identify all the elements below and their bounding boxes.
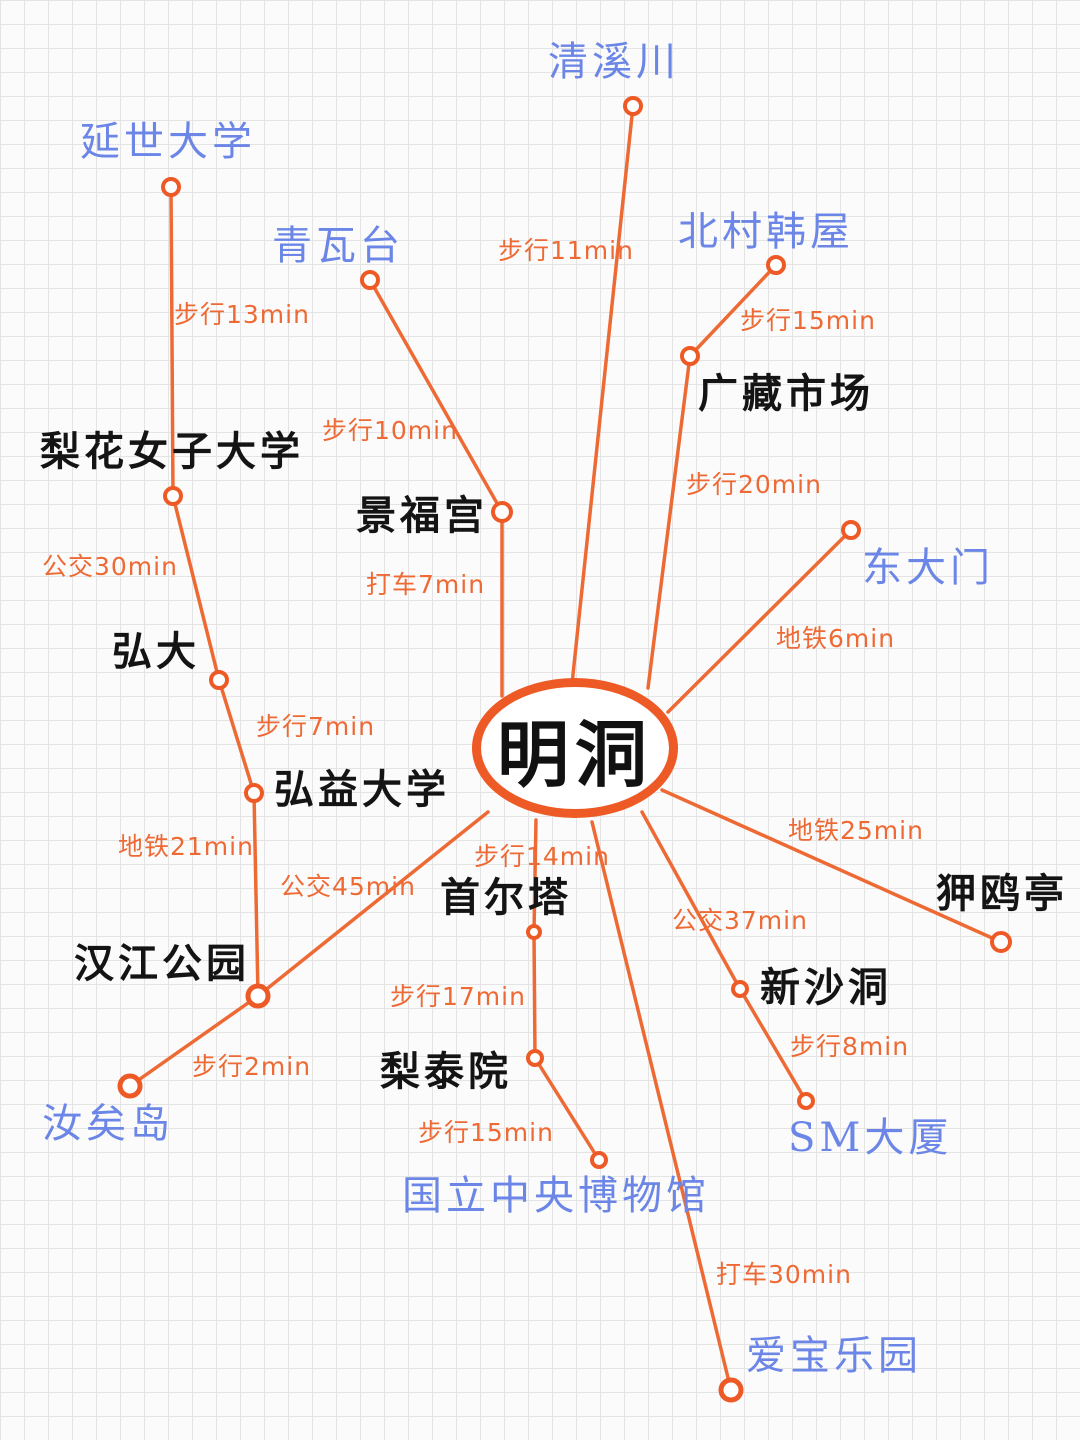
route-label-gwangjang: 步行20min bbox=[686, 470, 822, 499]
station-node-namsan bbox=[526, 924, 542, 940]
place-everland: 爱宝乐园 bbox=[746, 1333, 922, 1379]
route-line-dongdaemun bbox=[666, 528, 853, 714]
route-line-bukchon-b bbox=[688, 263, 778, 358]
station-node-apgujeong bbox=[990, 931, 1012, 953]
route-line-hongdae-hongik bbox=[217, 678, 256, 795]
place-sinsa: 新沙洞 bbox=[760, 964, 892, 1011]
route-line-yonsei-a bbox=[169, 185, 175, 498]
station-node-sinsa bbox=[731, 980, 749, 998]
station-node-cheongwadae bbox=[360, 270, 380, 290]
place-hangang: 汉江公园 bbox=[74, 940, 250, 987]
route-label-dongdaemun: 地铁6min bbox=[776, 624, 896, 653]
route-line-hangang bbox=[256, 810, 490, 998]
station-node-gwangjang bbox=[680, 346, 700, 366]
route-label-yeouido: 步行2min bbox=[192, 1052, 312, 1081]
route-line-namsan bbox=[532, 818, 538, 934]
station-node-itaewon bbox=[526, 1049, 544, 1067]
station-node-bukchon bbox=[766, 255, 786, 275]
route-label-bukchon: 步行15min bbox=[740, 306, 876, 335]
route-line-hongik-hangang bbox=[252, 791, 260, 998]
place-hongik: 弘益大学 bbox=[274, 766, 450, 813]
place-museum: 国立中央博物馆 bbox=[402, 1173, 710, 1219]
place-gwangjang: 广藏市场 bbox=[698, 370, 874, 417]
route-label-hangang: 公交45min bbox=[280, 872, 416, 901]
place-apgujeong: 狎鸥亭 bbox=[936, 870, 1068, 917]
place-cheongwadae: 青瓦台 bbox=[272, 223, 404, 269]
place-yeouido: 汝矣岛 bbox=[42, 1101, 174, 1147]
station-node-hangang bbox=[245, 983, 271, 1009]
route-label-everland: 打车30min bbox=[716, 1260, 852, 1289]
route-line-qingxichuan bbox=[570, 104, 635, 686]
place-hongdae: 弘大 bbox=[112, 628, 200, 675]
place-yonsei: 延世大学 bbox=[80, 119, 256, 165]
route-label-itaewon: 步行17min bbox=[390, 982, 526, 1011]
station-node-hongik bbox=[244, 783, 264, 803]
center-label: 明洞 bbox=[496, 711, 653, 797]
station-node-gyeongbokgung bbox=[491, 501, 513, 523]
station-node-ewha bbox=[163, 486, 183, 506]
route-line-museum bbox=[533, 1056, 601, 1162]
route-label-qingxichuan: 步行11min bbox=[498, 236, 634, 265]
route-line-bukchon-a bbox=[646, 354, 692, 690]
route-line-itaewon bbox=[532, 930, 537, 1060]
place-coex: SM大厦 bbox=[788, 1115, 953, 1161]
route-label-ewha: 公交30min bbox=[42, 552, 178, 581]
station-node-yonsei bbox=[161, 177, 181, 197]
station-node-everland bbox=[718, 1377, 744, 1403]
route-line-cheongwadae-b bbox=[368, 278, 504, 514]
route-label-cheongwadae: 步行10min bbox=[322, 416, 458, 445]
station-node-museum bbox=[590, 1151, 608, 1169]
route-label-coex: 步行8min bbox=[790, 1032, 910, 1061]
station-node-dongdaemun bbox=[841, 520, 861, 540]
route-label-museum: 步行15min bbox=[418, 1118, 554, 1147]
route-label-yonsei: 步行13min bbox=[174, 300, 310, 329]
route-line-apgujeong bbox=[660, 788, 1003, 944]
route-line-coex bbox=[738, 987, 808, 1103]
route-line-yeouido bbox=[128, 994, 260, 1088]
place-ewha: 梨花女子大学 bbox=[40, 428, 304, 475]
place-qingxichuan: 清溪川 bbox=[548, 39, 680, 85]
route-line-everland bbox=[590, 820, 733, 1392]
place-gyeongbokgung: 景福宫 bbox=[356, 492, 488, 539]
station-node-qingxichuan bbox=[623, 96, 643, 116]
route-label-namsan: 步行14min bbox=[474, 842, 610, 871]
place-itaewon: 梨泰院 bbox=[380, 1048, 512, 1095]
route-label-hongik: 地铁21min bbox=[118, 832, 254, 861]
route-label-hongdae: 步行7min bbox=[256, 712, 376, 741]
station-node-hongdae bbox=[209, 670, 229, 690]
center-node-myeongdong: 明洞 bbox=[472, 678, 678, 818]
route-label-gyeongbokgung: 打车7min bbox=[366, 570, 486, 599]
place-namsan: 首尔塔 bbox=[440, 874, 572, 921]
station-node-yeouido bbox=[117, 1073, 143, 1099]
route-line-ewha-hongdae bbox=[171, 494, 221, 682]
place-bukchon: 北村韩屋 bbox=[678, 209, 854, 255]
route-label-apgujeong: 地铁25min bbox=[788, 816, 924, 845]
route-line-sinsa bbox=[640, 810, 742, 991]
route-label-sinsa: 公交37min bbox=[672, 906, 808, 935]
place-dongdaemun: 东大门 bbox=[862, 545, 994, 591]
station-node-coex bbox=[797, 1092, 815, 1110]
